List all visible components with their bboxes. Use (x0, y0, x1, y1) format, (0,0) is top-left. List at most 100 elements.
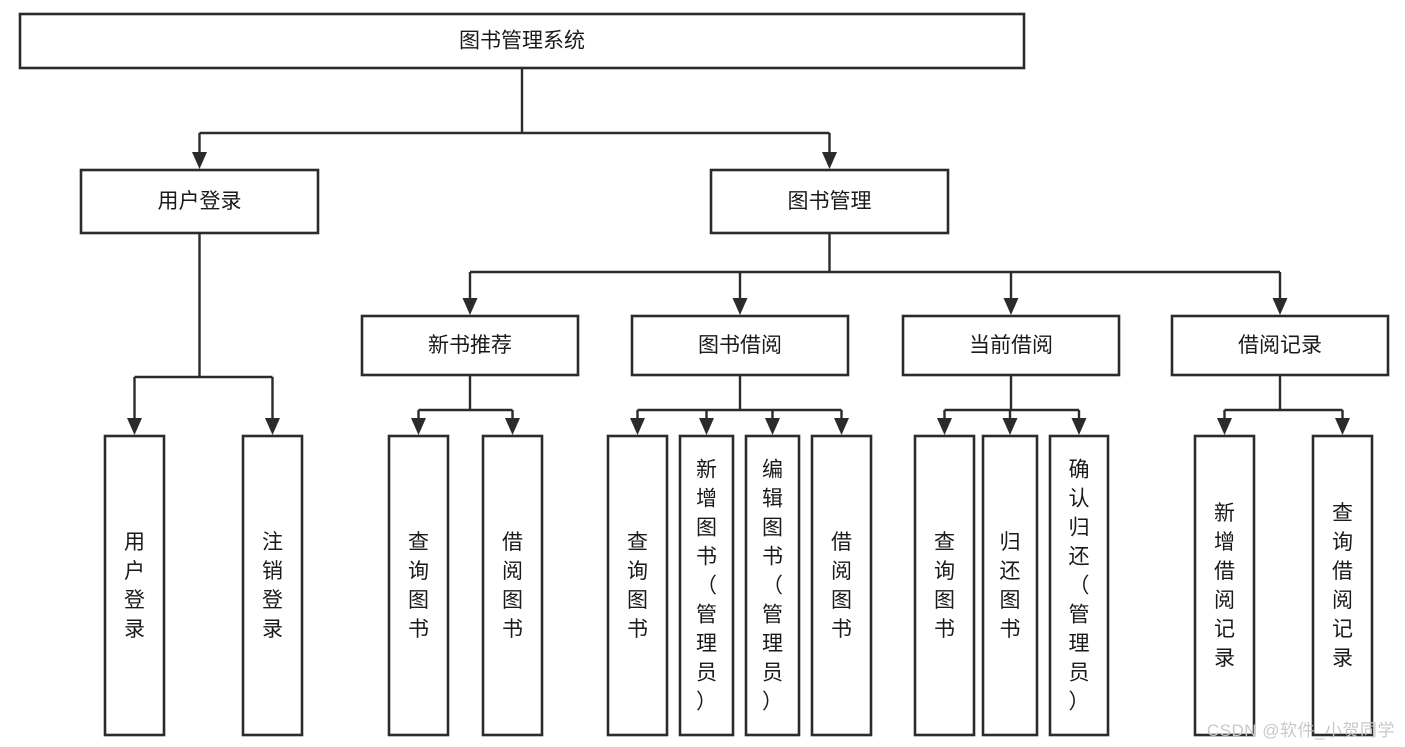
node-leaf-add-borrow-record-box[interactable] (1193, 434, 1256, 737)
node-user-login[interactable]: 用户登录 (79, 168, 320, 235)
arrow-head-icon (462, 298, 478, 315)
arrow-head-icon (1217, 418, 1232, 435)
node-leaf-query-book-current-box[interactable] (913, 434, 976, 737)
node-leaf-edit-book-admin-label-char: 员 (762, 662, 783, 685)
node-leaf-logout-box[interactable] (241, 434, 304, 737)
node-leaf-query-book-recommend-label-char: 图 (408, 589, 429, 612)
arrow-head-icon (630, 418, 645, 435)
node-leaf-return-book-label-char: 归 (1000, 531, 1021, 554)
arrow-head-icon (1071, 418, 1087, 435)
node-leaf-edit-book-admin-label-char: 管 (762, 604, 783, 627)
node-leaf-edit-book-admin-label-char: 书 (762, 546, 783, 569)
node-leaf-query-borrow-record-label-char: 录 (1332, 647, 1353, 670)
node-leaf-edit-book-admin-label-char: 辑 (762, 488, 783, 511)
arrow-head-icon (822, 152, 837, 169)
node-leaf-logout-label-char: 登 (262, 589, 283, 612)
arrow-head-icon (732, 298, 748, 315)
node-leaf-return-book-label-char: 还 (1000, 560, 1021, 583)
node-leaf-query-book-recommend-label-char: 询 (408, 560, 429, 583)
node-leaf-borrow-book-box[interactable] (810, 434, 873, 737)
node-leaf-edit-book-admin-box[interactable] (744, 434, 801, 737)
node-leaf-borrow-book-label-char: 借 (831, 531, 852, 554)
node-new-book-recommend-box[interactable] (360, 314, 580, 377)
node-leaf-logout-label-char: 销 (262, 560, 283, 583)
node-leaf-query-book-recommend-box[interactable] (387, 434, 450, 737)
node-book-borrow-box[interactable] (630, 314, 850, 377)
node-leaf-return-book-box[interactable] (981, 434, 1039, 737)
arrow-head-icon (1003, 298, 1019, 315)
node-leaf-add-book-admin-label-char: ） (696, 691, 717, 714)
node-book-management[interactable]: 图书管理 (709, 168, 950, 235)
node-leaf-user-login-label-char: 登 (124, 589, 145, 612)
node-leaf-confirm-return-admin-box[interactable] (1048, 434, 1110, 737)
node-leaf-query-borrow-record-label-char: 查 (1332, 502, 1353, 525)
node-leaf-query-book-current-label-char: 书 (934, 618, 955, 641)
node-leaf-query-borrow-record-box[interactable] (1311, 434, 1374, 737)
node-current-borrow-label: 当前借阅 (969, 334, 1053, 357)
node-leaf-borrow-book-label-char: 图 (831, 589, 852, 612)
node-book-management-box[interactable] (709, 168, 950, 235)
node-leaf-add-borrow-record-label-char: 记 (1214, 618, 1235, 641)
node-leaf-query-book-borrow-label-char: 查 (627, 531, 648, 554)
node-leaf-add-borrow-record-label-char: 录 (1214, 647, 1235, 670)
node-leaf-add-book-admin-label-char: （ (696, 575, 717, 598)
node-current-borrow-box[interactable] (901, 314, 1121, 377)
node-leaf-user-login-label-char: 户 (124, 560, 145, 583)
arrow-head-icon (1335, 418, 1350, 435)
node-leaf-edit-book-admin-label-char: 图 (762, 517, 783, 540)
node-new-book-recommend-label: 新书推荐 (428, 334, 512, 357)
node-leaf-edit-book-admin-label-char: 理 (762, 633, 783, 656)
node-borrow-record[interactable]: 借阅记录 (1170, 314, 1390, 377)
csdn-watermark: CSDN @软件_小贺同学 (1206, 721, 1395, 740)
node-leaf-borrow-book-recommend-box[interactable] (481, 434, 544, 737)
node-leaf-add-book-admin-label-char: 图 (696, 517, 717, 540)
node-root-label: 图书管理系统 (459, 30, 585, 53)
node-leaf-borrow-book-label-char: 阅 (831, 560, 852, 583)
node-leaf-user-login-box[interactable] (103, 434, 166, 737)
node-leaf-query-book-borrow-box[interactable] (606, 434, 669, 737)
arrow-head-icon (127, 418, 142, 435)
node-leaf-borrow-book-label-char: 书 (831, 618, 852, 641)
node-leaf-query-book-current-label-char: 图 (934, 589, 955, 612)
arrow-head-icon (1002, 418, 1018, 435)
node-leaf-add-book-admin-label-char: 理 (696, 633, 717, 656)
node-leaf-return-book-label-char: 书 (1000, 618, 1021, 641)
node-book-borrow[interactable]: 图书借阅 (630, 314, 850, 377)
node-new-book-recommend[interactable]: 新书推荐 (360, 314, 580, 377)
node-leaf-query-book-current-label-char: 询 (934, 560, 955, 583)
node-root[interactable]: 图书管理系统 (18, 12, 1026, 70)
node-leaf-add-book-admin-box[interactable] (678, 434, 735, 737)
node-leaf-confirm-return-admin-label-char: 管 (1069, 604, 1090, 627)
node-leaf-add-book-admin-label-char: 书 (696, 546, 717, 569)
node-user-login-box[interactable] (79, 168, 320, 235)
node-leaf-query-book-borrow-label-char: 书 (627, 618, 648, 641)
node-leaf-user-login[interactable]: 用户登录 (103, 434, 166, 737)
node-current-borrow[interactable]: 当前借阅 (901, 314, 1121, 377)
node-book-borrow-label: 图书借阅 (698, 334, 782, 357)
node-borrow-record-box[interactable] (1170, 314, 1390, 377)
node-leaf-add-borrow-record-label-char: 增 (1214, 531, 1235, 554)
arrow-head-icon (505, 418, 520, 435)
node-leaf-edit-book-admin-label-char: 编 (762, 459, 783, 482)
node-leaf-add-book-admin-label-char: 员 (696, 662, 717, 685)
arrow-head-icon (265, 418, 280, 435)
node-leaf-confirm-return-admin-label-char: ） (1069, 691, 1090, 714)
node-root-box[interactable] (18, 12, 1026, 70)
node-leaf-add-book-admin-label-char: 新 (696, 459, 717, 482)
node-leaf-edit-book-admin-label-char: ） (762, 691, 783, 714)
node-book-management-label: 图书管理 (788, 190, 872, 213)
node-leaf-confirm-return-admin-label-char: 员 (1069, 662, 1090, 685)
